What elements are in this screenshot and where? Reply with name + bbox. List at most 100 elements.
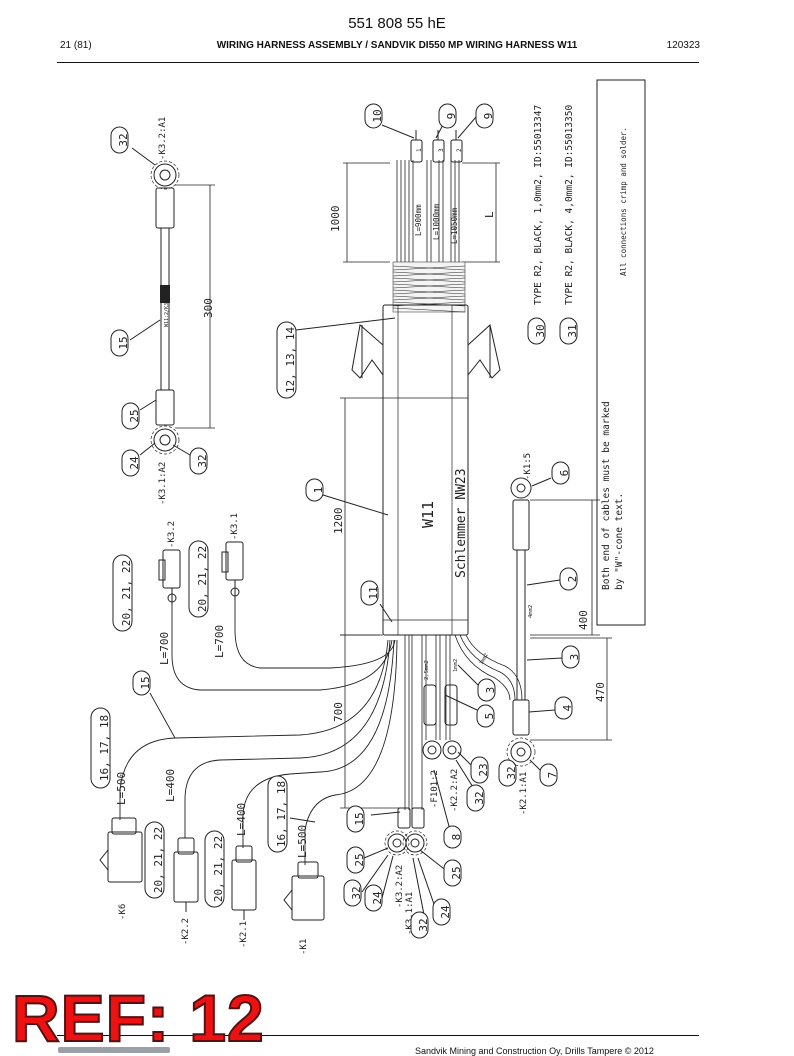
- callout-161718a: 16, 17, 18: [98, 715, 111, 781]
- length-1050: L=1050mm: [450, 207, 459, 244]
- callout-24b-bubble: [364, 884, 383, 912]
- cable-size-2-5mm2: 2,5mm2: [424, 660, 430, 680]
- ring-cable-15: [150, 160, 180, 455]
- connector-k3-2: [158, 549, 181, 605]
- callout-161718b: 16, 17, 18: [275, 781, 288, 847]
- callout-8-bubble: [443, 825, 462, 849]
- callout-24b: 24: [371, 891, 384, 905]
- callout-24a: 24: [128, 456, 141, 470]
- leader-9b: [457, 116, 477, 139]
- leader-6: [531, 477, 552, 487]
- callout-25c: 25: [450, 866, 463, 879]
- dim-1200-label: 1200: [332, 508, 345, 535]
- harness-sleeve: Schlemmer NW23: [454, 468, 469, 578]
- callout-25a: 25: [128, 409, 141, 422]
- callout-24a-bubble: [121, 449, 140, 477]
- leader-32a: [131, 147, 156, 166]
- callout-32e-bubble: [343, 879, 362, 907]
- callout-30-bubble: [527, 317, 546, 345]
- leader-23: [457, 751, 472, 766]
- harness-name: W11: [419, 501, 437, 528]
- callout-32f: 32: [417, 918, 430, 931]
- terminal-k2-2-a2: -K2.2:A2: [450, 769, 460, 812]
- callout-32a-bubble: [110, 126, 129, 154]
- reference-stamp: REF: 12: [11, 981, 265, 1055]
- terminal-k3-1: -K3.1: [230, 513, 240, 540]
- length-400-b: L=400: [235, 803, 248, 836]
- callout-25c-bubble: [443, 859, 462, 887]
- leader-4: [528, 709, 556, 713]
- braid-section: [392, 261, 466, 313]
- footer-copyright: Sandvik Mining and Construction Oy, Dril…: [415, 1046, 654, 1056]
- callout-3b-bubble: [477, 678, 496, 702]
- callout-10: 10: [371, 109, 384, 122]
- callout-5-bubble: [476, 704, 495, 728]
- callout-31: 31: [566, 324, 579, 337]
- callout-2021d: 20, 21, 22: [212, 836, 225, 902]
- callout-5: 5: [483, 713, 496, 720]
- callout-11: 11: [367, 586, 380, 599]
- callout-25a-bubble: [121, 402, 140, 430]
- callout-15c: 15: [353, 812, 366, 825]
- leader-1: [322, 494, 389, 516]
- document-number: 551 808 55 hE: [348, 15, 446, 32]
- harness-tube: [382, 304, 469, 636]
- callout-23: 23: [477, 763, 490, 776]
- leader-24c: [417, 857, 437, 911]
- callout-2021a-bubble: [112, 554, 133, 632]
- callout-4: 4: [561, 704, 574, 711]
- terminal-k3-2-a2: -K3.2:A2: [395, 865, 405, 908]
- leader-15a: [129, 319, 161, 341]
- terminal-k3-1-a1: -K3.1:A1: [405, 892, 415, 935]
- leader-12-13-14: [295, 317, 396, 331]
- callout-9a-bubble: [438, 103, 457, 129]
- leader-3b: [457, 664, 479, 686]
- terminal-k2-1: -K2.1: [239, 921, 249, 948]
- leader-5: [444, 694, 478, 711]
- callout-31-bubble: [559, 317, 578, 345]
- callout-32d: 32: [473, 791, 486, 804]
- callout-3a: 3: [568, 654, 581, 661]
- terminal-k3-1-a2: -K3.1:A2: [158, 462, 168, 505]
- top-wire-bundle: [396, 160, 460, 262]
- terminal-k1: -K1: [299, 939, 309, 955]
- end-fitting: [351, 324, 501, 379]
- note-marking: Both end of cables must be marked: [601, 401, 612, 590]
- callouts: [90, 103, 580, 939]
- company-logo: [58, 1047, 170, 1053]
- top-ferrules: [410, 130, 463, 163]
- callout-1-bubble: [305, 478, 324, 502]
- dim-700: [340, 634, 400, 809]
- callout-8: 8: [450, 834, 463, 841]
- dim-300: [175, 184, 215, 429]
- note-type30: TYPE R2, BLACK, 1,0mm2, ID:55013347: [533, 105, 544, 305]
- wire-number-3: 3: [438, 148, 445, 152]
- dim-1000: [343, 162, 390, 263]
- leader-11: [379, 603, 393, 623]
- terminal-f101-2: -F101:2: [430, 770, 440, 808]
- connector-k3-1: [221, 541, 244, 600]
- wire-number-1: 1: [416, 148, 423, 152]
- length-700-a: L=700: [158, 632, 171, 665]
- terminal-k6: -K6: [118, 904, 128, 920]
- cable-size-4mm2: 4mm2: [528, 605, 534, 618]
- callout-2021d-bubble: [204, 830, 225, 908]
- leader-2: [526, 579, 561, 586]
- dim-L: [462, 162, 500, 263]
- length-500-a: L=500: [115, 772, 128, 805]
- leader-32b: [172, 444, 191, 456]
- length-500-b: L=500: [296, 825, 309, 858]
- leader-161718b: [289, 817, 316, 823]
- callout-15b-bubble: [132, 670, 151, 696]
- cable-size-1mm2: 1mm2: [453, 659, 459, 672]
- callout-4-bubble: [554, 696, 573, 720]
- callout-6-bubble: [551, 461, 570, 485]
- callout-32e: 32: [350, 886, 363, 899]
- callout-25b: 25: [353, 853, 366, 866]
- length-900: L=900mm: [414, 204, 423, 236]
- callout-161718a-bubble: [90, 707, 111, 789]
- callout-121314-bubble: [276, 321, 297, 399]
- header-rule: [57, 62, 699, 63]
- callout-32b: 32: [196, 454, 209, 467]
